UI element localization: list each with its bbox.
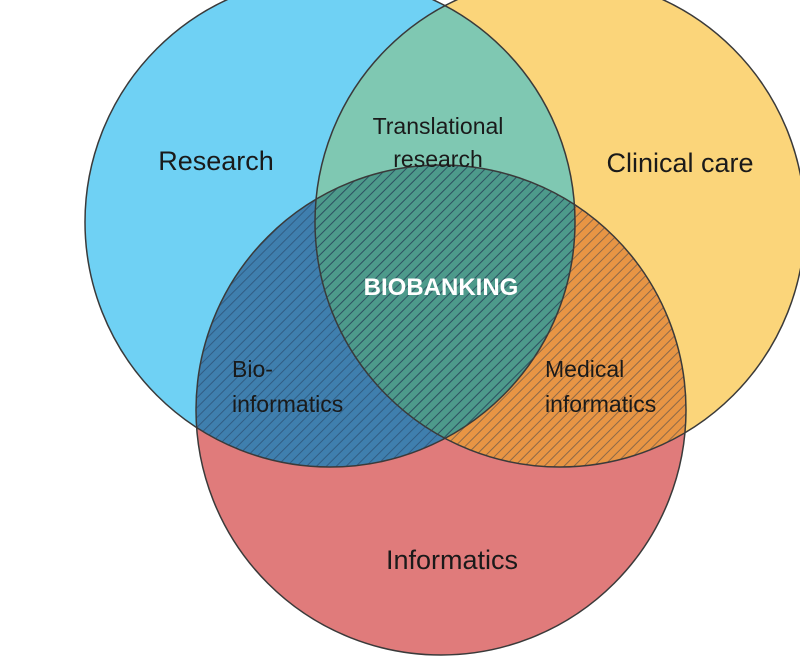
- biobanking-label: BIOBANKING: [364, 274, 519, 301]
- informatics-outline: [195, 164, 687, 656]
- bioinformatics-label-line2: informatics: [232, 391, 343, 417]
- translational-label-line2: research: [393, 146, 482, 172]
- medical-informatics-label-line2: informatics: [545, 391, 656, 417]
- clinical-care-label: Clinical care: [606, 148, 753, 178]
- translational-label-line1: Translational: [373, 113, 504, 139]
- bioinformatics-label-line1: Bio-: [232, 356, 273, 382]
- informatics-label: Informatics: [386, 545, 518, 575]
- research-outline: [84, 0, 576, 468]
- medical-informatics-label-line1: Medical: [545, 356, 624, 382]
- clinical-care-outline: [314, 0, 800, 468]
- research-label: Research: [158, 146, 274, 176]
